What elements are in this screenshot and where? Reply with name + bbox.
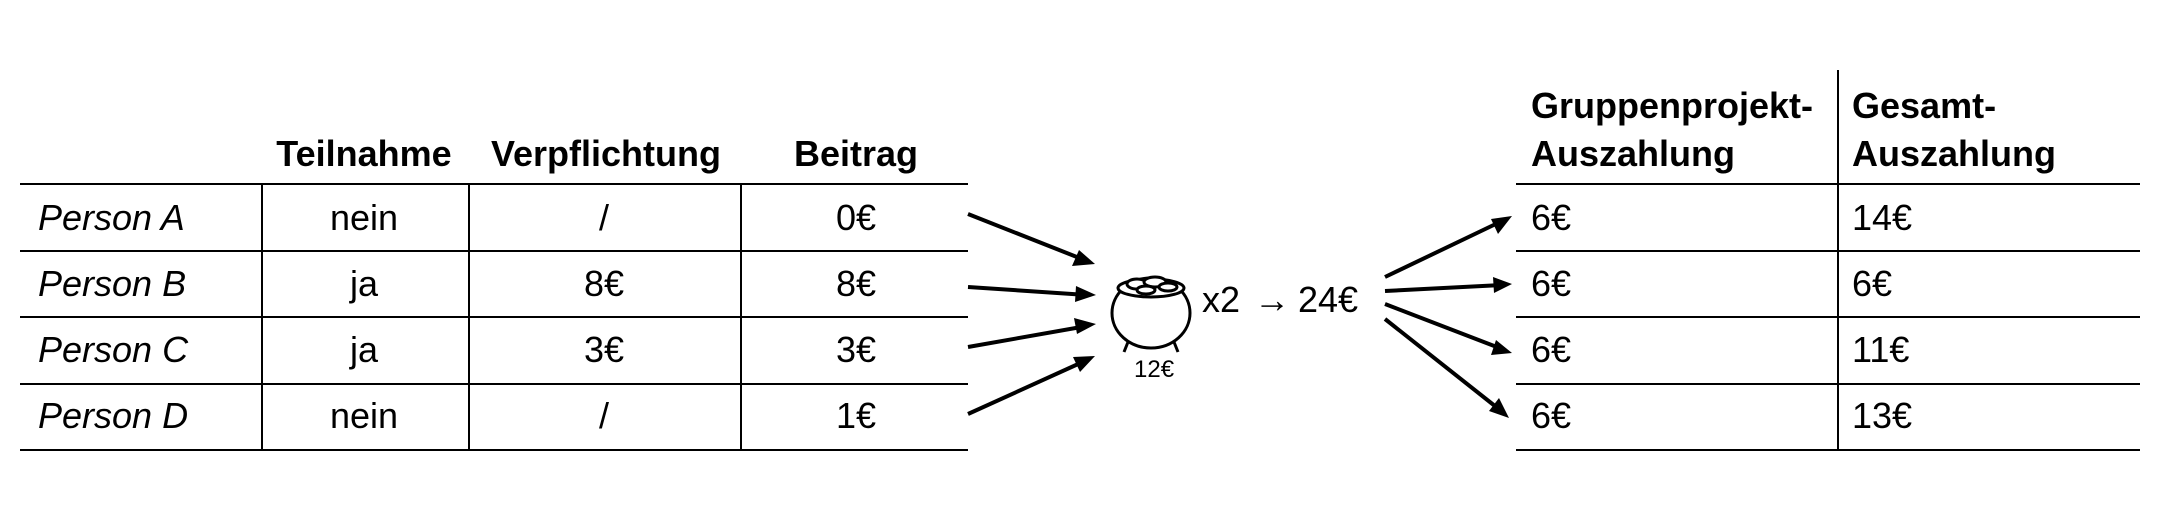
inflow-arrows <box>967 212 1088 416</box>
person-label: Person D <box>38 395 189 436</box>
table-rule <box>20 183 968 185</box>
table-rule <box>1516 250 2140 252</box>
table-rule <box>1516 449 2140 451</box>
verpflichtung-cell: 3€ <box>583 329 625 370</box>
person-label: Person C <box>38 329 189 370</box>
teilnahme-cell: nein <box>329 395 399 436</box>
header-gesamt-line1: Gesamt- <box>1852 85 1997 126</box>
gruppenprojekt-cell: 6€ <box>1531 329 1572 370</box>
header-teilnahme: Teilnahme <box>276 133 452 174</box>
verpflichtung-cell: / <box>598 197 610 238</box>
table-rule <box>1516 183 2140 185</box>
inflow-arrowheads <box>1072 250 1096 372</box>
header-verpflichtung: Verpflichtung <box>490 133 722 174</box>
gruppenprojekt-cell: 6€ <box>1531 395 1572 436</box>
verpflichtung-cell: / <box>598 395 610 436</box>
teilnahme-cell: ja <box>349 329 379 370</box>
verpflichtung-cell: 8€ <box>583 263 625 304</box>
table-rule <box>20 383 968 385</box>
arrow-c-to-pot <box>967 324 1088 349</box>
header-beitrag: Beitrag <box>793 133 919 174</box>
arrow-pot-to-b <box>1384 283 1503 293</box>
gruppenprojekt-cell: 6€ <box>1531 263 1572 304</box>
table-rule <box>20 449 968 451</box>
beitrag-cell: 8€ <box>835 263 877 304</box>
gesamt-cell: 14€ <box>1852 197 1913 238</box>
table-divider <box>740 183 742 451</box>
outflow-arrows <box>1383 219 1503 412</box>
pot-of-coins-icon <box>1110 275 1192 353</box>
person-label: Person A <box>38 197 185 238</box>
beitrag-cell: 0€ <box>835 197 877 238</box>
table-rule <box>1516 316 2140 318</box>
arrow-symbol: → <box>1254 279 1290 320</box>
person-label: Person B <box>38 263 187 304</box>
table-rule <box>1516 383 2140 385</box>
table-divider <box>1837 70 1839 451</box>
arrow-pot-to-a <box>1384 219 1503 279</box>
table-divider <box>468 183 470 451</box>
arrow-pot-to-d <box>1383 317 1502 412</box>
arrow-a-to-pot <box>967 212 1088 263</box>
gesamt-cell: 13€ <box>1852 395 1913 436</box>
header-gruppenprojekt-line1: Gruppenprojekt- <box>1531 85 1814 126</box>
outflow-arrowheads <box>1489 216 1512 418</box>
header-gruppenprojekt-line2: Auszahlung <box>1531 133 1735 174</box>
gesamt-cell: 11€ <box>1852 329 1910 370</box>
arrow-b-to-pot <box>967 285 1088 297</box>
teilnahme-cell: nein <box>329 197 399 238</box>
gruppenprojekt-cell: 6€ <box>1531 197 1572 238</box>
teilnahme-cell: ja <box>349 263 379 304</box>
multiplier-label: x2 <box>1202 279 1241 320</box>
pot-total-label: 24€ <box>1298 279 1359 320</box>
gesamt-cell: 6€ <box>1852 263 1893 304</box>
arrow-d-to-pot <box>967 358 1088 416</box>
beitrag-cell: 3€ <box>835 329 877 370</box>
arrow-pot-to-c <box>1384 302 1503 351</box>
table-rule <box>20 316 968 318</box>
header-gesamt-line2: Auszahlung <box>1852 133 2056 174</box>
beitrag-cell: 1€ <box>835 395 877 436</box>
table-divider <box>261 183 263 451</box>
pot-amount-label: 12€ <box>1134 356 1175 383</box>
table-rule <box>20 250 968 252</box>
